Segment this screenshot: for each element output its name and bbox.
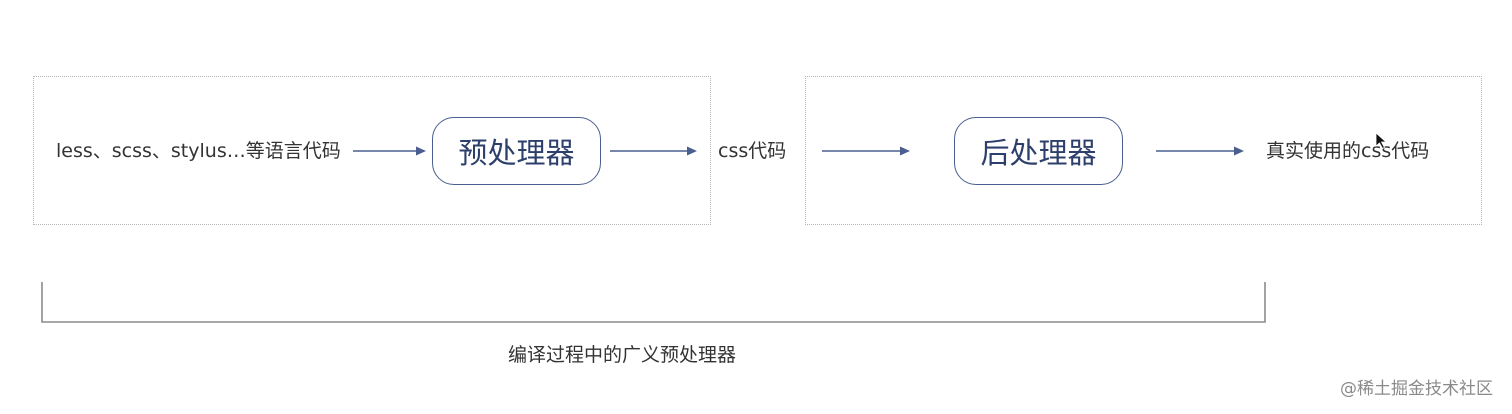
- preprocessor-label: 预处理器: [458, 136, 575, 170]
- mouse-pointer-icon: [1375, 132, 1388, 150]
- arrow-postprocessor-to-output: [1156, 146, 1244, 156]
- arrow-preprocessor-to-css: [610, 146, 697, 156]
- intermediate-css-label: css代码: [718, 140, 787, 162]
- postprocess-stage-box: [805, 76, 1482, 225]
- bracket-caption: 编译过程中的广义预处理器: [508, 344, 737, 366]
- preprocess-stage-box: [33, 76, 711, 225]
- preprocessor-node: 预处理器: [432, 117, 601, 185]
- postprocessor-label: 后处理器: [980, 136, 1097, 170]
- postprocessor-node: 后处理器: [954, 117, 1123, 185]
- arrow-css-to-postprocessor: [822, 146, 910, 156]
- watermark: @稀土掘金技术社区: [1340, 379, 1493, 399]
- scope-bracket: [41, 282, 1266, 323]
- arrow-input-to-preprocessor: [353, 146, 426, 156]
- input-code-label: less、scss、stylus…等语言代码: [56, 140, 341, 162]
- output-css-label: 真实使用的css代码: [1266, 140, 1430, 162]
